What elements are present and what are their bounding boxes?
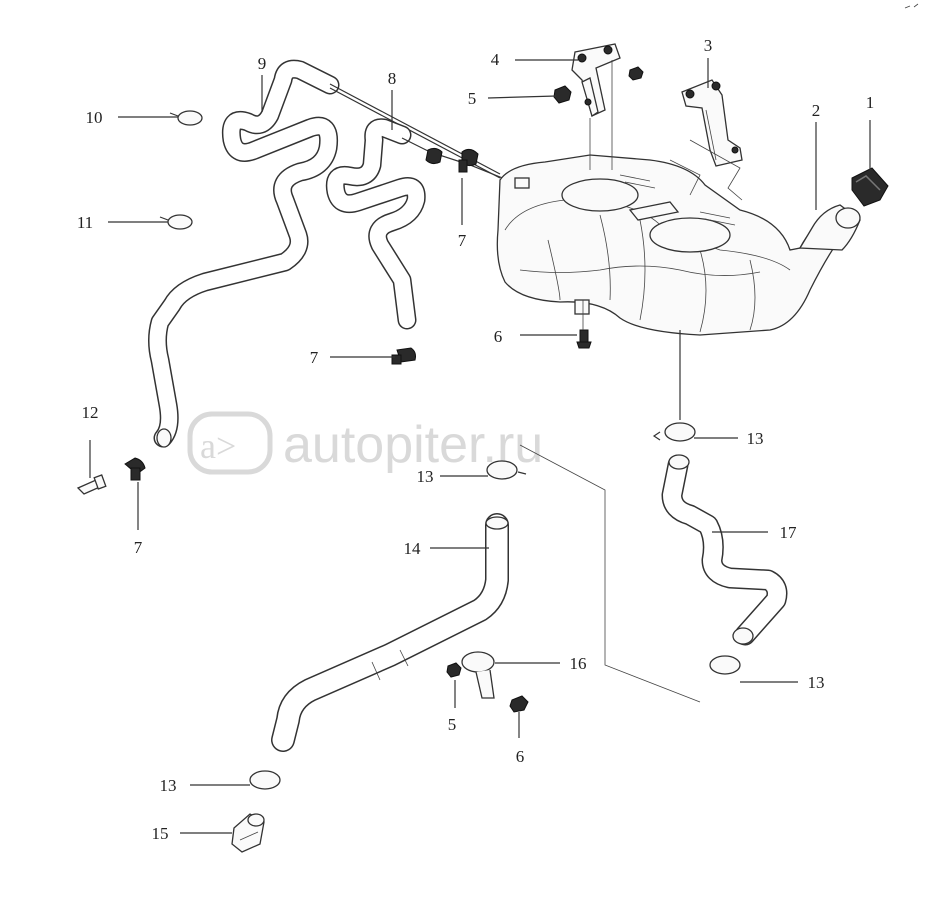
watermark-logo-frame bbox=[187, 411, 273, 475]
callout-7-mid: 7 bbox=[310, 348, 319, 367]
hose-clamp-upper-right bbox=[652, 422, 696, 442]
callout-15: 15 bbox=[152, 824, 169, 843]
expansion-tank bbox=[496, 154, 861, 336]
callout-4: 4 bbox=[491, 50, 500, 69]
leader-lines bbox=[89, 58, 871, 834]
vent-hose-8 bbox=[325, 118, 516, 330]
elbow-fitting-mid bbox=[391, 347, 416, 365]
callout-6-lower: 6 bbox=[516, 747, 525, 766]
bleed-fitting-12 bbox=[76, 474, 107, 495]
hose-connector-15 bbox=[231, 813, 265, 853]
callout-13-c: 13 bbox=[808, 673, 825, 692]
callout-16: 16 bbox=[570, 654, 587, 673]
callout-6-upper: 6 bbox=[494, 327, 503, 346]
callout-labels: 1 2 3 4 5 6 7 7 7 8 9 10 11 12 13 13 13 … bbox=[77, 36, 874, 843]
watermark-logo-icon: a> bbox=[200, 426, 236, 466]
callout-8: 8 bbox=[388, 69, 397, 88]
bolt-6-tank bbox=[576, 300, 592, 349]
callout-17: 17 bbox=[780, 523, 798, 542]
mounting-bracket-3 bbox=[669, 79, 743, 201]
elbow-fitting-upper-a bbox=[425, 147, 443, 165]
outlet-hose-17 bbox=[661, 454, 788, 646]
callout-9: 9 bbox=[258, 54, 267, 73]
hose-clip-10 bbox=[169, 110, 203, 126]
callout-13-b: 13 bbox=[417, 467, 434, 486]
nut-5-upper bbox=[553, 85, 572, 104]
hose-bracket-16 bbox=[461, 651, 495, 699]
callout-11: 11 bbox=[77, 213, 93, 232]
bolt-6-lower bbox=[509, 695, 529, 713]
callout-13-a: 13 bbox=[747, 429, 764, 448]
callout-3: 3 bbox=[704, 36, 713, 55]
routing-line bbox=[519, 444, 701, 703]
nut-5-upper-right bbox=[628, 66, 644, 81]
callout-10: 10 bbox=[86, 108, 103, 127]
callout-7-upper: 7 bbox=[458, 231, 467, 250]
coolant-hose-14 bbox=[271, 513, 509, 752]
callout-12: 12 bbox=[82, 403, 99, 422]
filler-cap bbox=[851, 167, 889, 207]
nut-5-lower bbox=[446, 662, 462, 678]
hose-clamp-lower-left bbox=[249, 770, 281, 790]
hose-clamp-lower-right bbox=[709, 655, 741, 675]
hose-clamp-mid bbox=[486, 460, 527, 480]
callout-7-lower: 7 bbox=[134, 538, 143, 557]
elbow-fitting-lower bbox=[124, 457, 146, 481]
callout-5-lower: 5 bbox=[448, 715, 457, 734]
corner-mark bbox=[904, 3, 919, 9]
vent-hose-9 bbox=[148, 59, 340, 448]
elbow-fitting-upper-b bbox=[458, 148, 479, 173]
mounting-bracket-4 bbox=[571, 43, 621, 170]
callout-13-d: 13 bbox=[160, 776, 177, 795]
callout-14: 14 bbox=[404, 539, 422, 558]
callout-2: 2 bbox=[812, 101, 821, 120]
callout-1: 1 bbox=[866, 93, 875, 112]
callout-5-upper: 5 bbox=[468, 89, 477, 108]
